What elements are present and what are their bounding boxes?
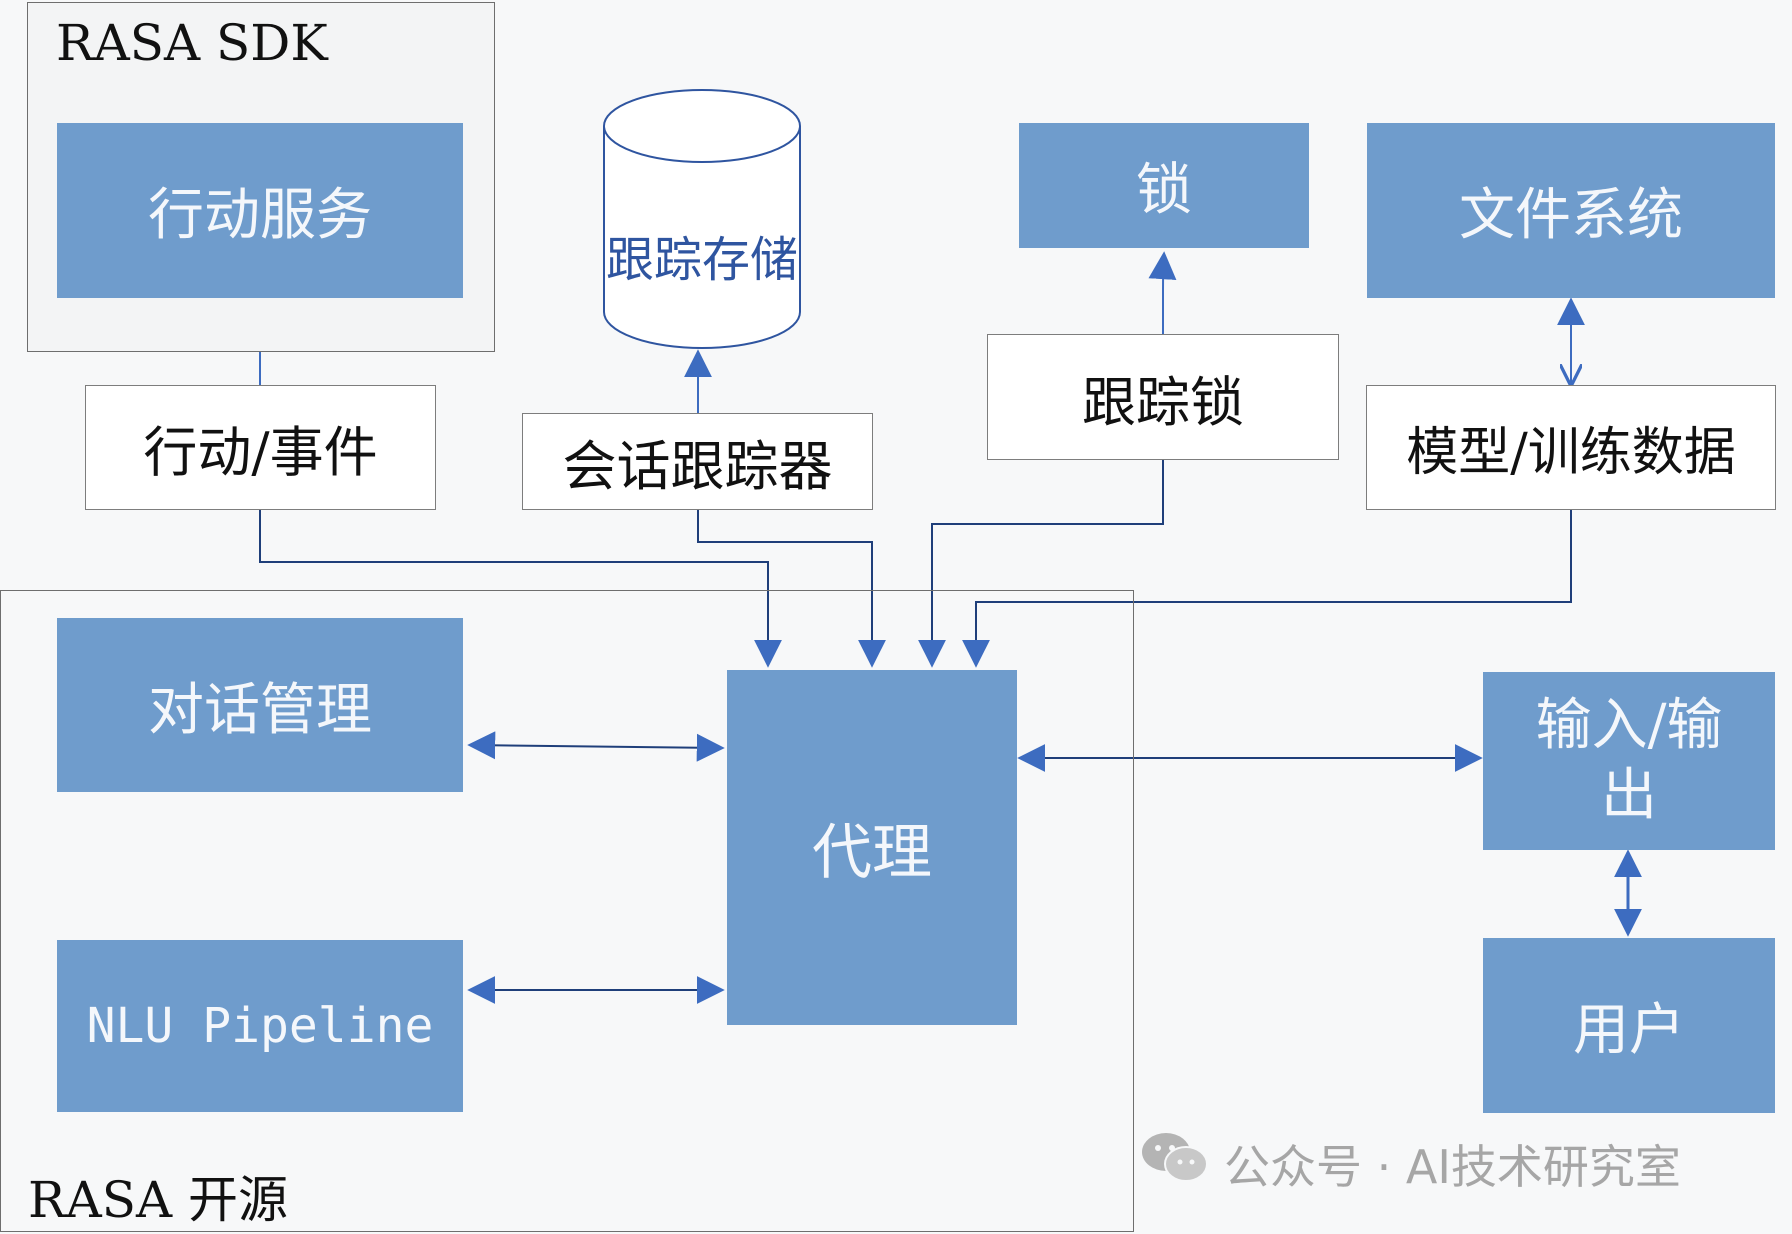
lock-box: 锁 — [1019, 123, 1309, 248]
arrow-tracker-lock-to-lock — [1148, 251, 1177, 334]
line-model-data-to-agent — [962, 510, 1572, 668]
arrow-dialogue-agent — [467, 731, 725, 762]
line-tracker-to-agent — [697, 510, 886, 668]
line-action-event-to-agent — [259, 510, 782, 668]
rasa-sdk-label: RASA SDK — [56, 14, 328, 72]
conversation-tracker-box: 会话跟踪器 — [522, 413, 873, 510]
file-system-box: 文件系统 — [1367, 123, 1775, 298]
rasa-open-source-label: RASA 开源 — [28, 1171, 289, 1229]
agent-box: 代理 — [727, 670, 1017, 1025]
tracker-store-label: 跟踪存储 — [605, 232, 798, 288]
nlu-pipeline-box: NLU Pipeline — [57, 940, 463, 1112]
user-box: 用户 — [1483, 938, 1775, 1113]
dialogue-management-box: 对话管理 — [57, 618, 463, 792]
rasa-open-source-container — [0, 590, 1134, 1232]
action-event-box: 行动/事件 — [85, 385, 436, 510]
action-server-box: 行动服务 — [57, 123, 463, 298]
tracker-lock-box: 跟踪锁 — [987, 334, 1339, 460]
wechat-icon — [1140, 1130, 1210, 1197]
tracker-store-cylinder — [603, 89, 801, 349]
input-output-box: 输入/输出 — [1483, 672, 1775, 850]
line-tracker-lock-to-agent — [918, 460, 1164, 668]
watermark-text: 公众号 · AI技术研究室 — [1224, 1139, 1681, 1194]
model-training-data-box: 模型/训练数据 — [1366, 385, 1776, 510]
watermark: 公众号 · AI技术研究室 — [1140, 1130, 1681, 1197]
